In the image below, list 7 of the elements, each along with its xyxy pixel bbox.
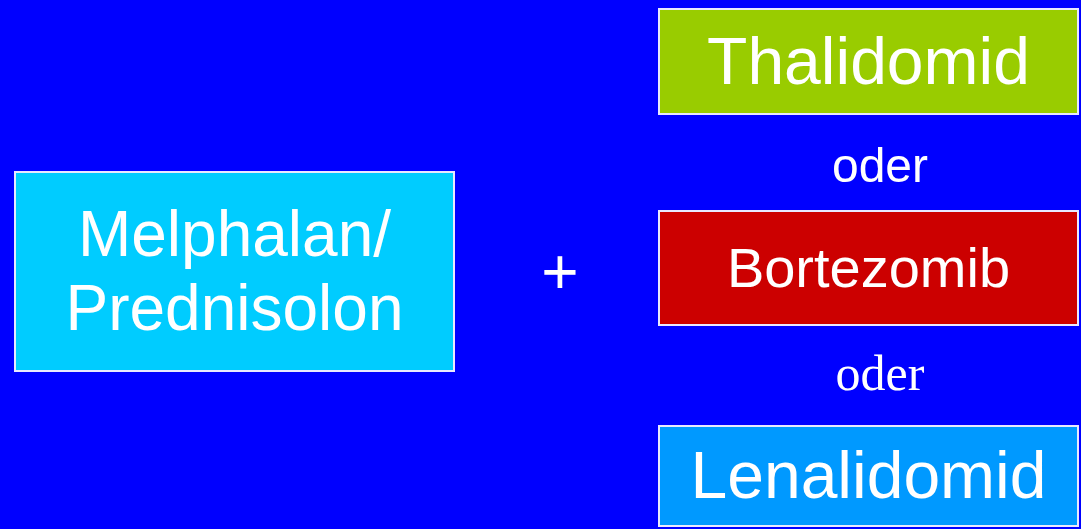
connector-word: oder [834, 348, 926, 398]
drug-box: Thalidomid [658, 8, 1079, 115]
drug-box: Lenalidomid [658, 425, 1079, 527]
drug-box: Melphalan/ Prednisolon [14, 171, 455, 372]
drug-box: Bortezomib [658, 210, 1079, 326]
plus-sign: + [540, 240, 580, 304]
connector-word: oder [830, 142, 930, 190]
